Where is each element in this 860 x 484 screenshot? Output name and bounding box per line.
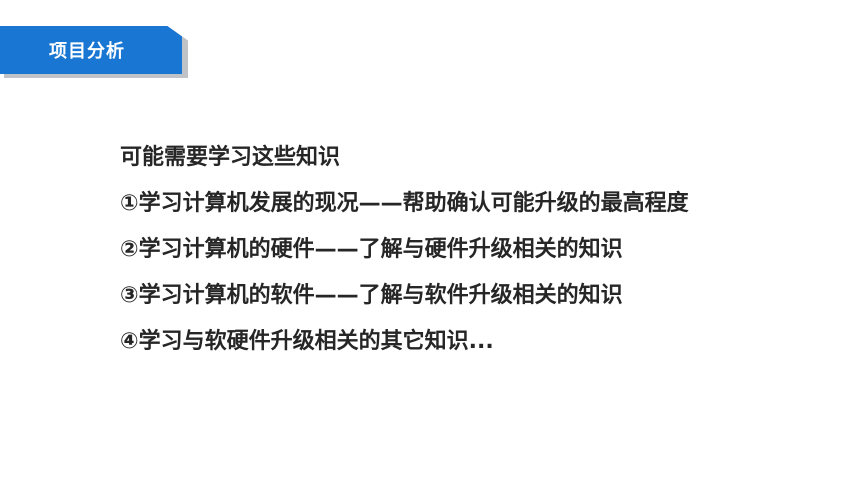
section-banner: 项目分析 <box>0 26 190 78</box>
knowledge-intro: 可能需要学习这些知识 <box>120 145 341 170</box>
knowledge-item-1: ①学习计算机发展的现况——帮助确认可能升级的最高程度 <box>120 191 689 216</box>
section-title: 项目分析 <box>49 41 125 62</box>
knowledge-item-2: ②学习计算机的硬件——了解与硬件升级相关的知识 <box>120 237 623 262</box>
section-banner-body: 项目分析 <box>0 26 182 74</box>
knowledge-item-3: ③学习计算机的软件——了解与软件升级相关的知识 <box>120 283 623 308</box>
knowledge-list: 可能需要学习这些知识 ①学习计算机发展的现况——帮助确认可能升级的最高程度 ②学… <box>120 146 840 376</box>
knowledge-item-4: ④学习与软硬件升级相关的其它知识... <box>120 329 494 354</box>
